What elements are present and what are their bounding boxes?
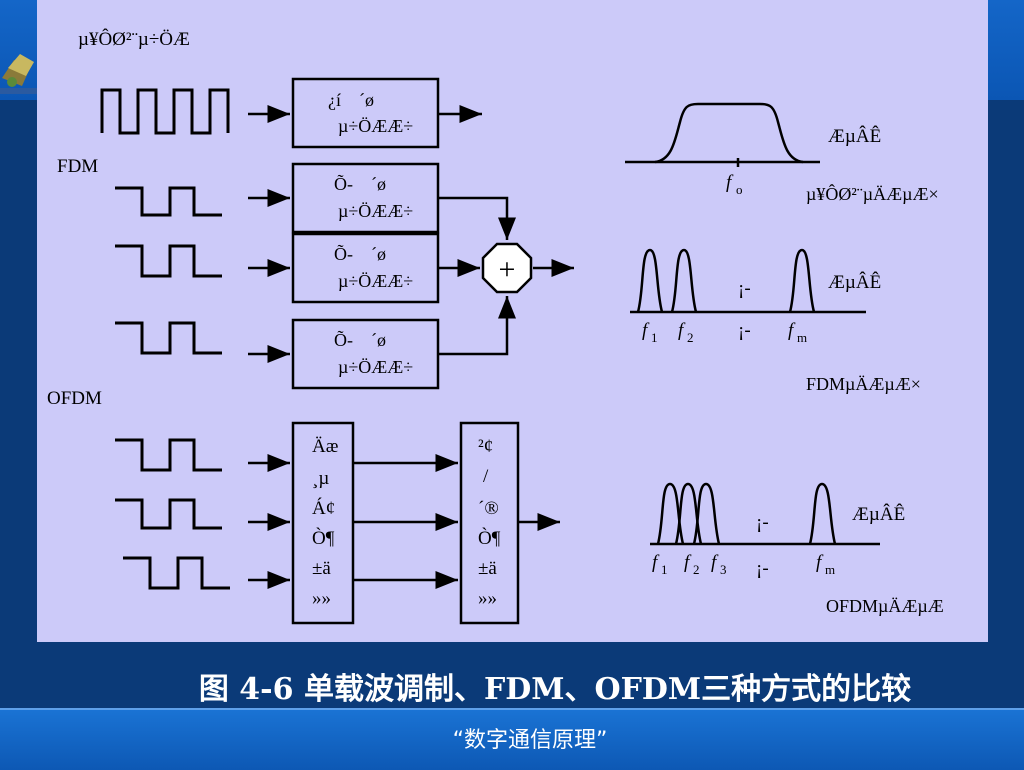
narrowband-modulator-1-line-2: µ÷ÖÆÆ÷	[338, 201, 413, 221]
svg-text:¸µ: ¸µ	[312, 468, 329, 489]
narrowband-modulator-2-line-1: Õ- ´ø	[334, 243, 386, 264]
fdm-freq-label: ÆµÂÊ	[828, 271, 881, 293]
svg-text:/: /	[483, 466, 489, 487]
svg-text:f: f	[642, 320, 650, 341]
svg-text:»»: »»	[478, 588, 497, 609]
wideband-modulator-line-1: ¿í ´ø	[328, 90, 374, 110]
single-carrier-label: µ¥ÔØ²¨µ÷ÖÆ	[78, 28, 190, 50]
ofdm-spectrum	[650, 482, 880, 546]
single-carrier-spectrum	[625, 102, 820, 167]
svg-text:2: 2	[687, 330, 694, 345]
narrowband-modulator-3-line-1: Õ- ´ø	[334, 329, 386, 350]
fdm-ellipsis-bottom: ¡-	[738, 320, 751, 341]
fdm-spectrum	[630, 248, 866, 314]
fdm-subscripts: 1 2 m	[651, 330, 807, 345]
ofdm-ellipsis-top: ¡-	[756, 512, 769, 533]
footer-band	[0, 708, 1024, 770]
svg-text:f: f	[788, 320, 796, 341]
svg-text:1: 1	[661, 562, 668, 577]
svg-text:±ä: ±ä	[312, 558, 331, 579]
svg-text:±ä: ±ä	[478, 558, 497, 579]
logo-icon	[0, 54, 38, 94]
ofdm-waveform-1	[115, 438, 222, 472]
svg-text:Ò¶: Ò¶	[478, 527, 501, 549]
figure-caption: 图 4-6 单载波调制、FDM、OFDM三种方式的比较	[198, 672, 912, 707]
input-arrows	[248, 105, 290, 589]
ofdm-subcarrier-labels: f f f f	[652, 552, 824, 573]
svg-text:2: 2	[693, 562, 700, 577]
svg-text:f: f	[678, 320, 686, 341]
ofdm-waveform-2	[115, 498, 222, 530]
ofdm-ifft-text: Äæ ¸µ Á¢ Ò¶ ±ä »»	[312, 436, 339, 609]
ofdm-waveform-3	[123, 556, 230, 590]
narrowband-modulator-2-line-2: µ÷ÖÆÆ÷	[338, 271, 413, 291]
fdm-waveform-3	[115, 321, 222, 355]
svg-text:Á¢: Á¢	[312, 497, 335, 519]
svg-text:Ò¶: Ò¶	[312, 527, 335, 549]
svg-text:»»: »»	[312, 588, 331, 609]
ofdm-freq-label: ÆµÂÊ	[852, 503, 905, 525]
single-spectrum-caption: µ¥ÔØ²¨µÄÆµÆ×	[806, 183, 939, 204]
fdm-spectrum-caption: FDMµÄÆµÆ×	[806, 374, 921, 394]
svg-text:3: 3	[720, 562, 727, 577]
diagram-panel	[37, 0, 988, 642]
fdm-sum-wiring	[438, 196, 574, 356]
ofdm-ellipsis-bottom: ¡-	[756, 558, 769, 579]
adder-symbol: +	[499, 253, 516, 286]
footer-title: “数字通信原理”	[452, 728, 608, 753]
svg-text:f: f	[816, 552, 824, 573]
svg-text:²¢: ²¢	[478, 436, 493, 457]
fdm-label: FDM	[57, 156, 98, 177]
fdm-subcarrier-labels: f f f	[642, 320, 796, 341]
svg-text:f: f	[711, 552, 719, 573]
f0-label: f	[726, 172, 734, 193]
fdm-waveform-2	[115, 244, 222, 278]
svg-text:Äæ: Äæ	[312, 436, 339, 457]
svg-text:m: m	[797, 330, 807, 345]
svg-text:f: f	[684, 552, 692, 573]
ofdm-wiring	[353, 454, 560, 589]
f0-subscript: o	[736, 182, 743, 197]
ofdm-spectrum-caption: OFDMµÄÆµÆ	[826, 596, 944, 616]
ofdm-subscripts: 1 2 3 m	[661, 562, 835, 577]
single-freq-label: ÆµÂÊ	[828, 125, 881, 147]
svg-text:1: 1	[651, 330, 658, 345]
svg-text:m: m	[825, 562, 835, 577]
adder-node	[481, 242, 533, 294]
narrowband-modulator-3-line-2: µ÷ÖÆÆ÷	[338, 357, 413, 377]
ofdm-label: OFDM	[47, 388, 102, 409]
narrowband-modulator-1-line-1: Õ- ´ø	[334, 173, 386, 194]
wideband-modulator-line-2: µ÷ÖÆÆ÷	[338, 116, 413, 136]
fdm-ellipsis-top: ¡-	[738, 278, 751, 299]
svg-text:´®: ´®	[478, 498, 499, 519]
fdm-waveform-1	[115, 186, 222, 217]
single-carrier-waveform	[100, 88, 230, 135]
svg-text:f: f	[652, 552, 660, 573]
ofdm-ps-text: ²¢ / ´® Ò¶ ±ä »»	[478, 436, 501, 609]
